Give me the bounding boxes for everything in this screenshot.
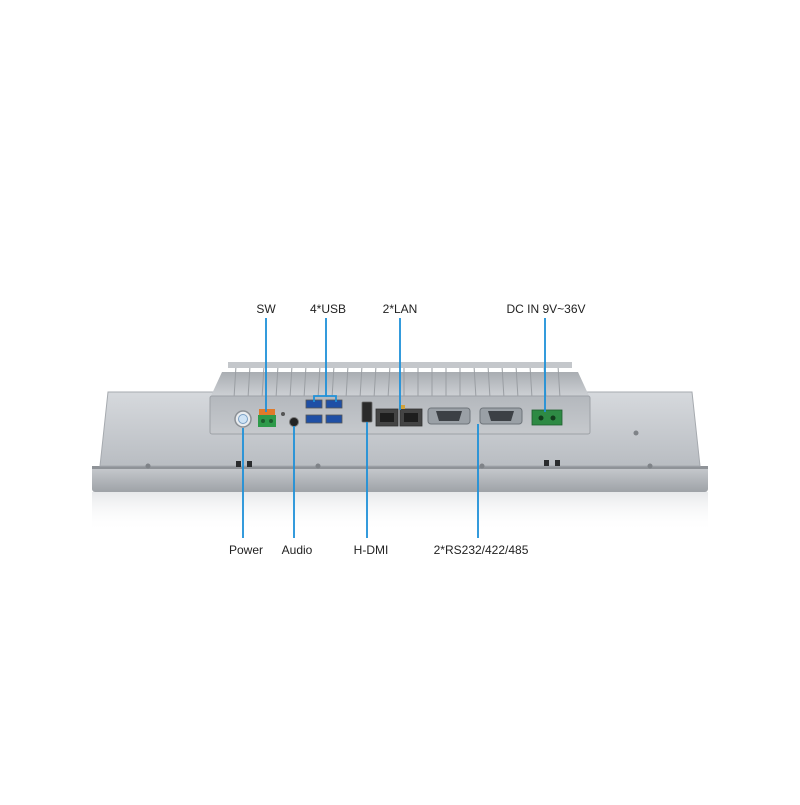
front-bezel bbox=[92, 466, 708, 492]
leader-usb bbox=[313, 318, 327, 402]
hdmi-port[interactable] bbox=[361, 401, 373, 423]
label-power: Power bbox=[228, 543, 264, 557]
label-sw: SW bbox=[256, 302, 276, 316]
label-serial: 2*RS232/422/485 bbox=[433, 543, 529, 557]
power-icon bbox=[238, 414, 248, 424]
lan-led-icon bbox=[399, 405, 405, 409]
label-dc-in: DC IN 9V~36V bbox=[506, 302, 586, 316]
sw-terminal-latch bbox=[259, 409, 275, 416]
surface-reflection bbox=[92, 492, 708, 532]
lan-ports bbox=[375, 405, 423, 427]
audio-jack[interactable] bbox=[289, 417, 299, 427]
heatsink-fins bbox=[233, 365, 561, 399]
reset-pinhole bbox=[281, 412, 285, 416]
label-usb: 4*USB bbox=[309, 302, 347, 316]
serial-ports bbox=[427, 407, 523, 425]
usb-port[interactable] bbox=[325, 414, 343, 424]
usb-port[interactable] bbox=[325, 399, 343, 409]
label-audio: Audio bbox=[281, 543, 313, 557]
panel-vents bbox=[236, 460, 560, 467]
leader-lines bbox=[242, 318, 546, 538]
label-hdmi: H-DMI bbox=[353, 543, 389, 557]
label-lan: 2*LAN bbox=[382, 302, 418, 316]
usb-port[interactable] bbox=[305, 414, 323, 424]
dc-input-terminal[interactable] bbox=[531, 409, 563, 426]
usb-ports bbox=[305, 399, 343, 424]
sw-terminal-block[interactable] bbox=[258, 415, 276, 427]
panel-screws bbox=[145, 430, 653, 469]
